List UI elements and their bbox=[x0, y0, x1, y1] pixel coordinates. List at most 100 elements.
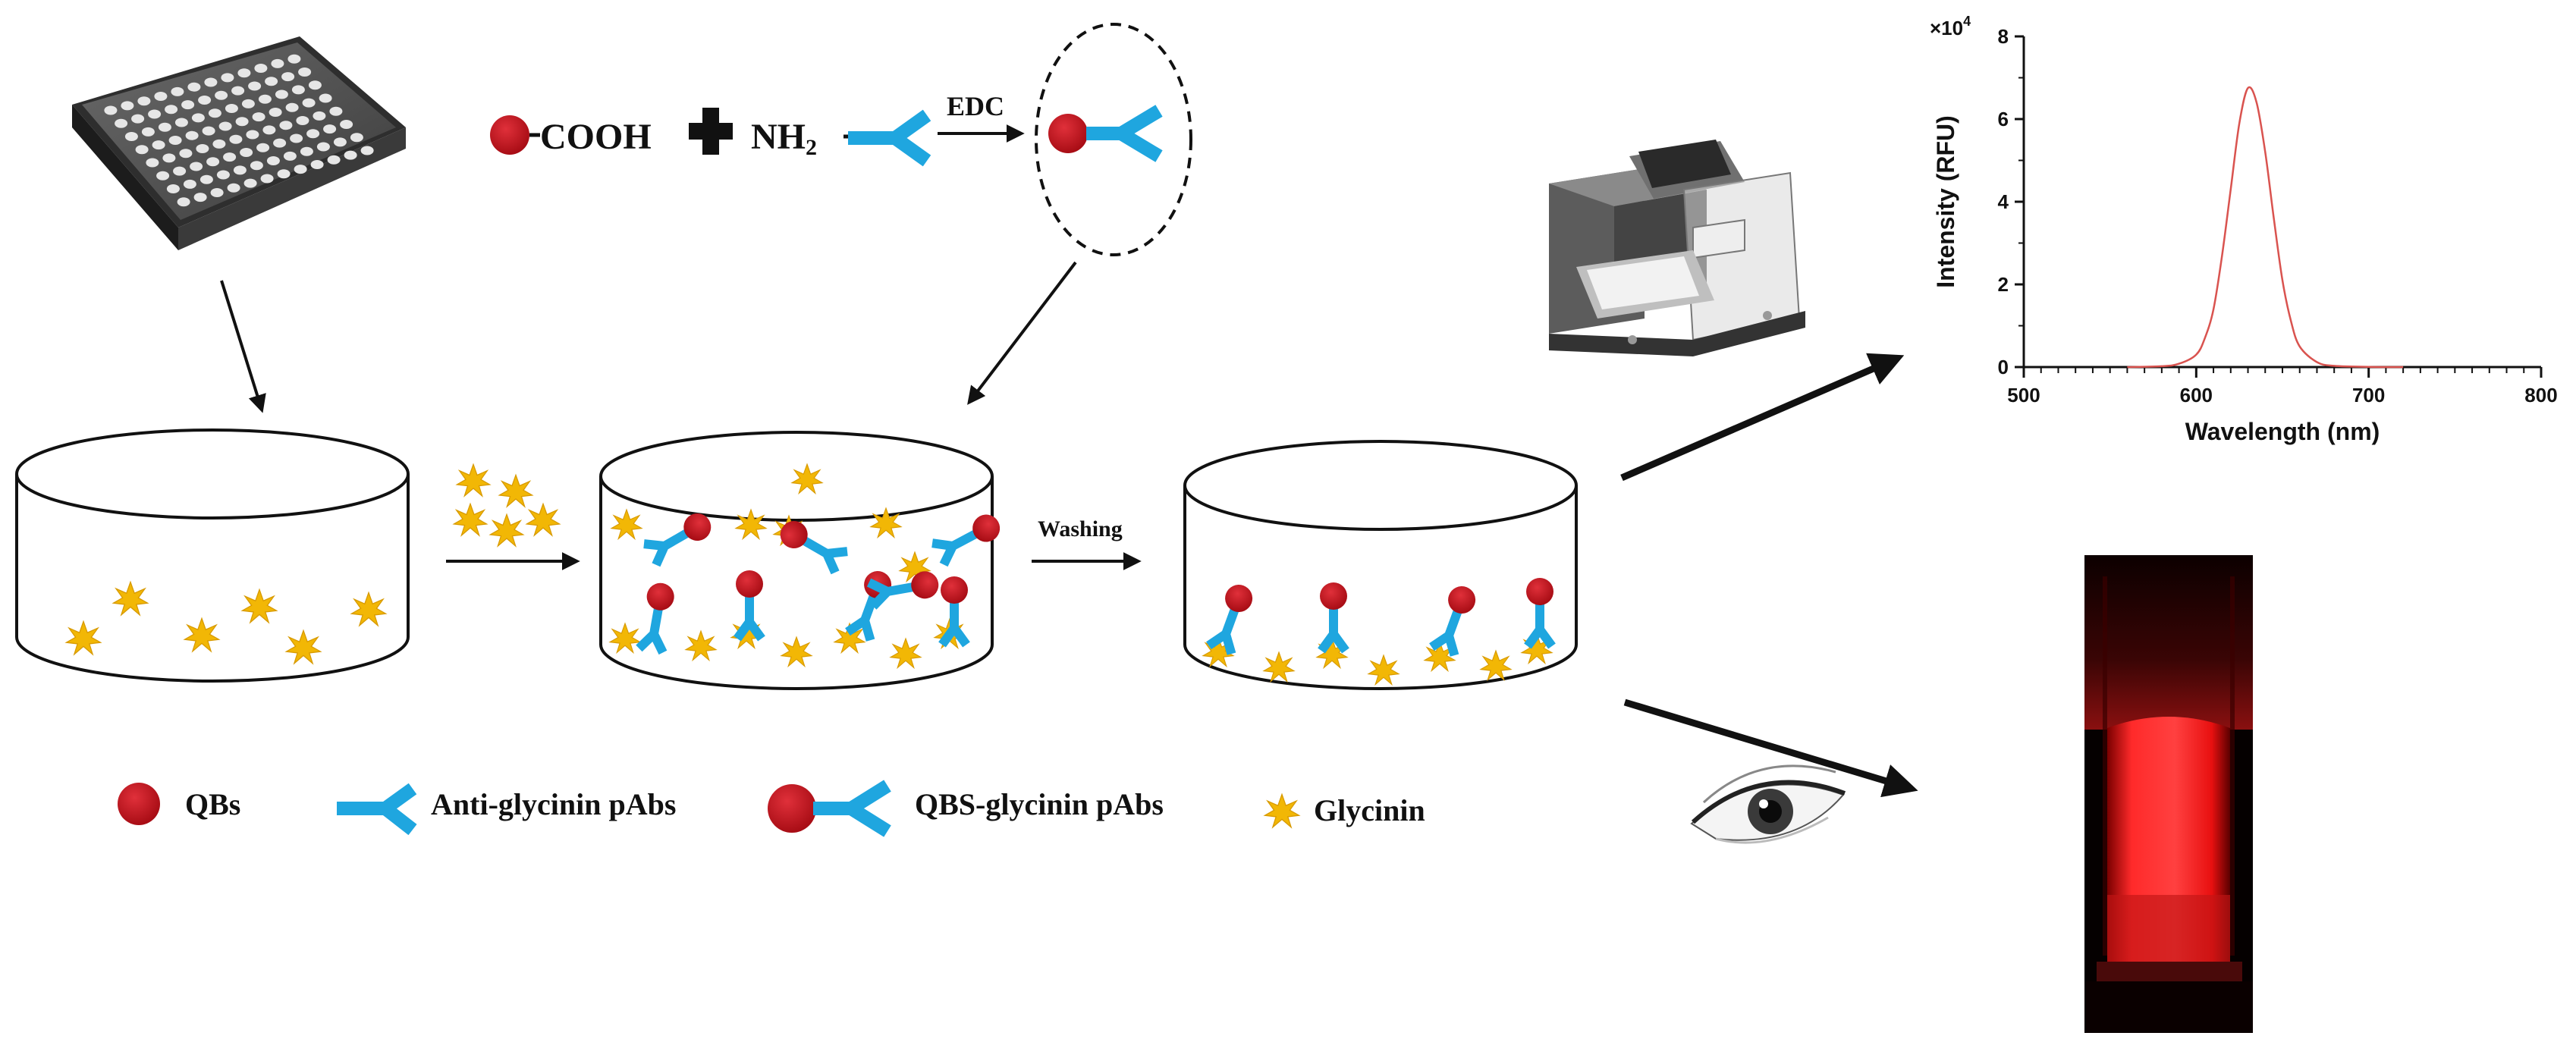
plate-well bbox=[168, 136, 182, 145]
plate-well bbox=[298, 67, 312, 77]
plate-well bbox=[141, 127, 155, 137]
plate-well bbox=[254, 64, 268, 73]
legend-antibody-icon bbox=[337, 783, 417, 836]
y-tick-label: 8 bbox=[1998, 25, 2009, 48]
plate-well bbox=[340, 120, 353, 129]
dish-incubation bbox=[599, 431, 1001, 690]
plate-well bbox=[227, 183, 240, 193]
plate-well bbox=[146, 158, 159, 168]
qb-antibody-conjugate bbox=[734, 570, 765, 642]
plate-well bbox=[250, 161, 263, 171]
plate-well bbox=[294, 165, 307, 174]
plate-well bbox=[233, 165, 247, 175]
plate-well bbox=[313, 111, 326, 121]
plate-well bbox=[131, 114, 145, 124]
plate-well bbox=[181, 100, 195, 110]
qb-antibody-conjugate bbox=[636, 582, 674, 655]
plate-well bbox=[291, 85, 305, 95]
plate-well bbox=[204, 77, 218, 87]
plate-well bbox=[252, 112, 265, 122]
plate-well bbox=[152, 140, 165, 150]
x-tick-label: 700 bbox=[2352, 384, 2385, 406]
legend-conjugate-label: QBS-glycinin pAbs bbox=[915, 787, 1164, 821]
plate-well bbox=[162, 153, 176, 163]
plate-well bbox=[310, 160, 324, 169]
plate-well bbox=[124, 132, 138, 141]
nh2-label: NH bbox=[751, 117, 806, 157]
plate-well bbox=[225, 104, 238, 113]
plate-well bbox=[287, 54, 301, 64]
legend-qbs-icon bbox=[118, 783, 160, 825]
x-tick-label: 500 bbox=[2007, 384, 2040, 406]
plate-well bbox=[199, 174, 213, 184]
plate-well bbox=[165, 105, 178, 115]
plate-well bbox=[279, 121, 293, 130]
plate-well bbox=[275, 89, 288, 99]
plate-well bbox=[223, 152, 237, 162]
plate-well bbox=[137, 96, 151, 106]
qb-antibody-conjugate bbox=[931, 514, 1001, 567]
dish-washed bbox=[1183, 440, 1578, 690]
plate-well bbox=[344, 150, 357, 160]
plate-well bbox=[187, 82, 201, 92]
conjugate-highlight-ellipse bbox=[1035, 23, 1192, 256]
plate-well bbox=[202, 126, 215, 136]
plate-well bbox=[302, 98, 316, 108]
to-fluorescence-reader-arrow bbox=[1620, 353, 1905, 482]
washing-label: Washing bbox=[1038, 516, 1123, 541]
plate-well bbox=[179, 149, 193, 159]
plate-well bbox=[166, 184, 180, 193]
plate-well bbox=[262, 125, 276, 135]
plate-well bbox=[171, 86, 184, 96]
plate-well bbox=[327, 155, 341, 165]
plate-well bbox=[173, 166, 187, 176]
plate-well bbox=[256, 143, 270, 152]
qb-antibody-conjugate bbox=[938, 576, 970, 648]
plate-well bbox=[241, 99, 255, 108]
plate-well bbox=[306, 129, 320, 139]
qb-antibody-conjugate bbox=[643, 513, 712, 567]
plate-well bbox=[218, 121, 232, 131]
plate-well bbox=[273, 138, 287, 148]
legend-glycinin-label: Glycinin bbox=[1314, 793, 1425, 827]
plate-well bbox=[283, 151, 297, 161]
plate-well bbox=[208, 108, 221, 118]
y-tick-label: 4 bbox=[1998, 190, 2009, 213]
fluorescent-vial-photo bbox=[2084, 555, 2253, 1033]
plate-well bbox=[216, 170, 230, 180]
plus-icon bbox=[689, 108, 733, 155]
plate-well bbox=[148, 109, 162, 119]
plate-well bbox=[135, 145, 149, 155]
legend-antibody-label: Anti-glycinin pAbs bbox=[431, 787, 676, 821]
to-visual-detection-arrow bbox=[1623, 698, 1918, 798]
plate-well bbox=[229, 134, 243, 144]
plate-well bbox=[237, 68, 251, 78]
antibody-icon bbox=[848, 109, 931, 167]
legend-qbs-label: QBs bbox=[185, 787, 240, 821]
plate-well bbox=[258, 94, 272, 104]
plate-well bbox=[281, 72, 295, 82]
plate-reader-image bbox=[1549, 140, 1805, 356]
plate-well bbox=[156, 171, 170, 180]
plate-well bbox=[193, 193, 207, 202]
qb-antibody-conjugate bbox=[1318, 582, 1349, 654]
plate-well bbox=[174, 118, 188, 127]
plate-well bbox=[210, 188, 224, 197]
legend-glycinin-icon bbox=[1264, 793, 1300, 828]
plate-well bbox=[360, 146, 374, 155]
plate-well bbox=[319, 93, 332, 103]
plate-well bbox=[246, 130, 259, 140]
plate-well bbox=[231, 86, 245, 96]
qb-antibody-conjugate bbox=[780, 521, 848, 575]
plate-well bbox=[243, 178, 257, 188]
spectrum-series-line bbox=[2127, 86, 2404, 369]
svg-text:NH2: NH2 bbox=[751, 117, 817, 160]
eye-icon bbox=[1690, 764, 1846, 844]
qb-antibody-conjugate bbox=[1429, 586, 1476, 657]
conjugation-reaction: COOH NH2 EDC bbox=[490, 23, 1192, 256]
plate-well bbox=[323, 124, 337, 134]
plate-well bbox=[154, 92, 168, 101]
plate-well bbox=[212, 139, 226, 149]
nh2-subscript: 2 bbox=[806, 135, 817, 160]
